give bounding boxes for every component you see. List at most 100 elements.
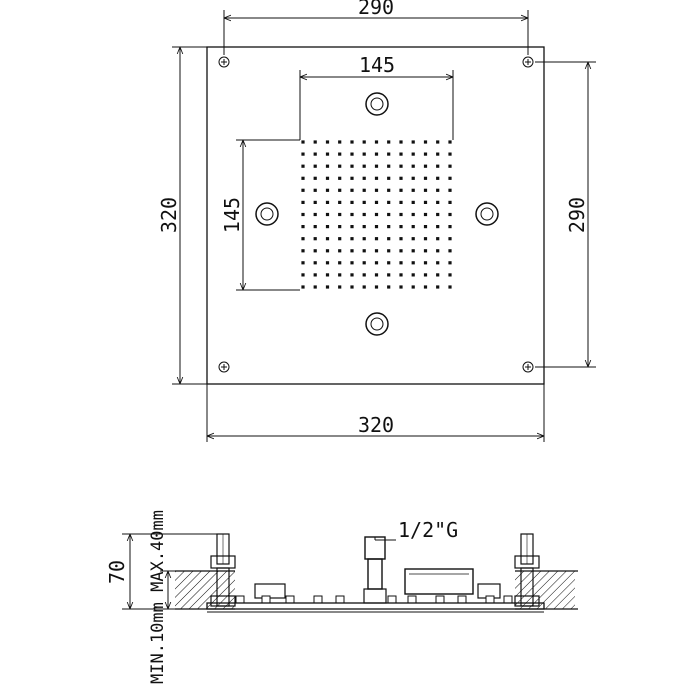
nozzle-dot <box>411 273 415 277</box>
dimension-label: 145 <box>359 53 395 77</box>
nozzle-dot <box>313 249 317 253</box>
nozzle-dot <box>350 285 354 289</box>
plate-screw <box>313 595 323 604</box>
jet-nozzle-right-icon <box>475 202 499 226</box>
nozzle-dot <box>423 200 428 204</box>
nozzle-dot <box>423 273 428 277</box>
nozzle-dot <box>411 188 415 192</box>
nozzle-dot <box>325 212 330 217</box>
dimension-inner-145-vertical: 145 <box>220 139 300 291</box>
plate-screw <box>457 595 467 604</box>
dimension-inner-145-horizontal: 145 <box>299 53 454 140</box>
nozzle-dot <box>436 212 440 217</box>
nozzle-dot <box>411 164 415 168</box>
nozzle-dot <box>436 273 440 277</box>
pipe-thread-callout: 1/2"G <box>374 518 458 542</box>
nozzle-dot <box>325 285 330 289</box>
nozzle-dot <box>387 152 391 156</box>
plate-screw <box>435 595 445 604</box>
shower-body-side <box>206 602 545 613</box>
nozzle-dot <box>362 140 366 144</box>
nozzle-dot <box>313 140 317 144</box>
nozzle-dot <box>387 249 391 253</box>
nozzle-dot <box>387 225 391 229</box>
nozzle-dot <box>387 212 391 217</box>
nozzle-dot <box>338 212 342 217</box>
nozzle-dot <box>374 273 379 277</box>
nozzle-dot <box>387 273 391 277</box>
top-view: 290 145 320 145 290 <box>157 0 596 442</box>
mounting-rod-right <box>514 533 540 607</box>
plate-screw <box>407 595 417 604</box>
nozzle-dot <box>362 212 366 217</box>
nozzle-dot <box>325 273 330 277</box>
nozzle-dot <box>387 200 391 204</box>
nozzle-dot <box>301 225 305 229</box>
nozzle-dot <box>423 140 428 144</box>
nozzle-dot <box>350 237 354 241</box>
nozzle-dot <box>325 200 330 204</box>
nozzle-dot <box>423 152 428 156</box>
nozzle-dot <box>350 200 354 204</box>
nozzle-dot <box>448 188 452 192</box>
plate-screw <box>485 595 495 604</box>
nozzle-dot <box>362 273 366 277</box>
dimension-left-320: 320 <box>157 46 207 385</box>
nozzle-dot <box>411 249 415 253</box>
nozzle-dot <box>411 200 415 204</box>
pipe-thread-label: 1/2"G <box>398 518 458 542</box>
nozzle-dot <box>387 285 391 289</box>
nozzle-dot <box>448 140 452 144</box>
nozzle-dot <box>350 176 354 180</box>
nozzle-dot <box>338 225 342 229</box>
nozzle-dot <box>436 261 440 265</box>
nozzle-dot <box>313 176 317 180</box>
nozzle-dot <box>313 212 317 217</box>
nozzle-dot <box>325 140 330 144</box>
nozzle-dot <box>448 176 452 180</box>
nozzle-dot <box>313 261 317 265</box>
nozzle-dot <box>350 164 354 168</box>
nozzle-dot <box>399 140 403 144</box>
nozzle-dot <box>448 152 452 156</box>
nozzle-dot <box>338 152 342 156</box>
jet-nozzle-bottom-icon <box>365 312 389 336</box>
nozzle-dot <box>350 140 354 144</box>
nozzle-dot <box>387 164 391 168</box>
nozzle-dot <box>325 164 330 168</box>
nozzle-dot <box>423 285 428 289</box>
nozzle-dot <box>399 273 403 277</box>
nozzle-dot <box>411 237 415 241</box>
nozzle-dot <box>436 164 440 168</box>
dimension-label: 320 <box>157 197 181 233</box>
nozzle-dot <box>374 140 379 144</box>
nozzle-dot <box>387 188 391 192</box>
nozzle-dot <box>411 140 415 144</box>
nozzle-dot <box>436 225 440 229</box>
nozzle-dot <box>362 152 366 156</box>
nozzle-dot <box>313 200 317 204</box>
nozzle-dot <box>423 225 428 229</box>
nozzle-dot <box>325 176 330 180</box>
nozzle-dot <box>374 225 379 229</box>
nozzle-dot <box>436 152 440 156</box>
nozzle-dot <box>325 261 330 265</box>
nozzle-dot <box>325 225 330 229</box>
plate-screws <box>235 595 513 604</box>
nozzle-dot <box>362 285 366 289</box>
nozzle-dot <box>338 261 342 265</box>
nozzle-dot <box>338 176 342 180</box>
nozzle-dot <box>374 261 379 265</box>
nozzle-dot <box>436 237 440 241</box>
jet-nozzle-left-icon <box>255 202 279 226</box>
nozzle-dot <box>338 249 342 253</box>
nozzle-dot <box>301 237 305 241</box>
nozzle-dot <box>374 200 379 204</box>
nozzle-dot <box>436 140 440 144</box>
nozzle-dot <box>301 261 305 265</box>
nozzle-dot <box>362 188 366 192</box>
nozzle-dot <box>448 261 452 265</box>
nozzle-dot <box>338 285 342 289</box>
plate-screw <box>285 595 295 604</box>
nozzle-dot <box>301 285 305 289</box>
